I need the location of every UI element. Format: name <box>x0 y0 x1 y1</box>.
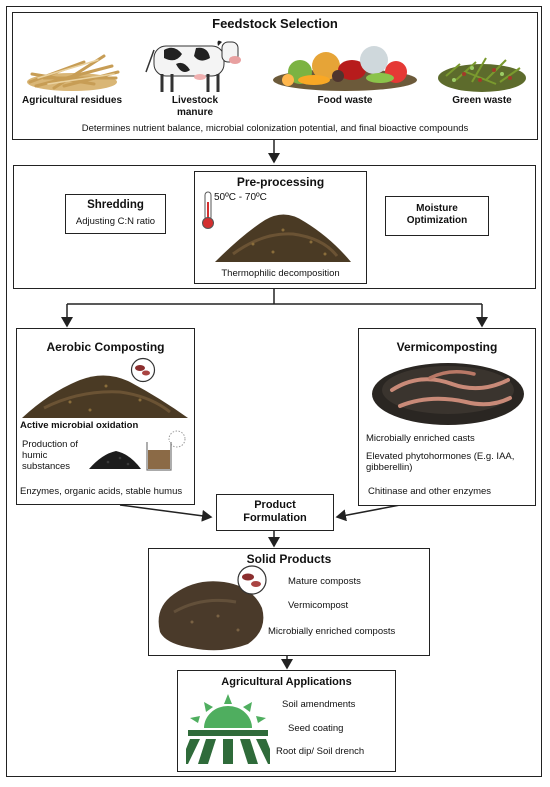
moisture-title: Moisture Optimization <box>406 203 468 226</box>
vermi-item-chitinase: Chitinase and other enzymes <box>368 486 492 497</box>
vermi-title: Vermicomposting <box>396 340 498 354</box>
shredding-text: Adjusting C:N ratio <box>75 216 156 227</box>
aerobic-compost-pile-icon <box>22 375 188 418</box>
feedstock-agricultural-label: Agricultural residues <box>21 95 123 106</box>
aerobic-title: Aerobic Composting <box>46 340 165 354</box>
outer-frame <box>6 6 542 777</box>
aerobic-products: Enzymes, organic acids, stable humus <box>20 486 183 497</box>
thermometer-icon <box>202 191 214 229</box>
feedstock-manure-label: Livestock manure <box>171 95 219 118</box>
applications-item-soil: Soil amendments <box>282 699 356 710</box>
shredding-title: Shredding <box>87 199 144 211</box>
formulation-box <box>216 494 334 531</box>
solid-item-vermicompost: Vermicompost <box>288 600 349 611</box>
solid-compost-icon <box>158 581 264 651</box>
feedstock-green-label: Green waste <box>452 95 512 106</box>
humus-pile-icon <box>89 451 141 469</box>
straw-icon <box>27 54 120 91</box>
solid-microbe-icon <box>237 565 267 595</box>
formulation-title: Product Formulation <box>243 499 307 524</box>
applications-item-seed: Seed coating <box>288 723 344 734</box>
preprocessing-caption: Thermophilic decomposition <box>221 268 340 279</box>
microbe-icon <box>130 357 156 383</box>
vermi-item-casts: Microbially enriched casts <box>366 433 475 444</box>
applications-item-rootdip: Root dip/ Soil drench <box>276 746 365 757</box>
shredding-box <box>65 194 166 234</box>
sun-field-icon <box>186 694 270 764</box>
preprocessing-temperature: 50ºC - 70ºC <box>214 192 267 203</box>
aerobic-humic-text: Production of humic substances <box>22 439 78 472</box>
vermi-item-phytohormones: Elevated phytohormones (E.g. IAA, gibber… <box>366 451 515 473</box>
applications-title: Agricultural Applications <box>221 676 352 688</box>
solid-item-mature: Mature composts <box>288 576 361 587</box>
compost-pile-icon <box>215 214 351 262</box>
preprocessing-box <box>194 171 367 284</box>
food-waste-icon <box>273 46 417 91</box>
moisture-box <box>385 196 489 236</box>
feedstock-food-label: Food waste <box>317 95 373 106</box>
solid-products-title: Solid Products <box>246 552 332 566</box>
feedstock-note: Determines nutrient balance, microbial c… <box>81 123 469 134</box>
feedstock-title: Feedstock Selection <box>212 16 338 31</box>
preprocessing-title: Pre-processing <box>236 175 325 189</box>
worm-icon <box>372 363 524 425</box>
beaker-icon <box>146 430 186 471</box>
aerobic-subtitle: Active microbial oxidation <box>20 420 139 431</box>
solid-item-enriched: Microbially enriched composts <box>268 626 396 637</box>
green-waste-icon <box>438 57 526 92</box>
cow-icon <box>145 40 241 92</box>
